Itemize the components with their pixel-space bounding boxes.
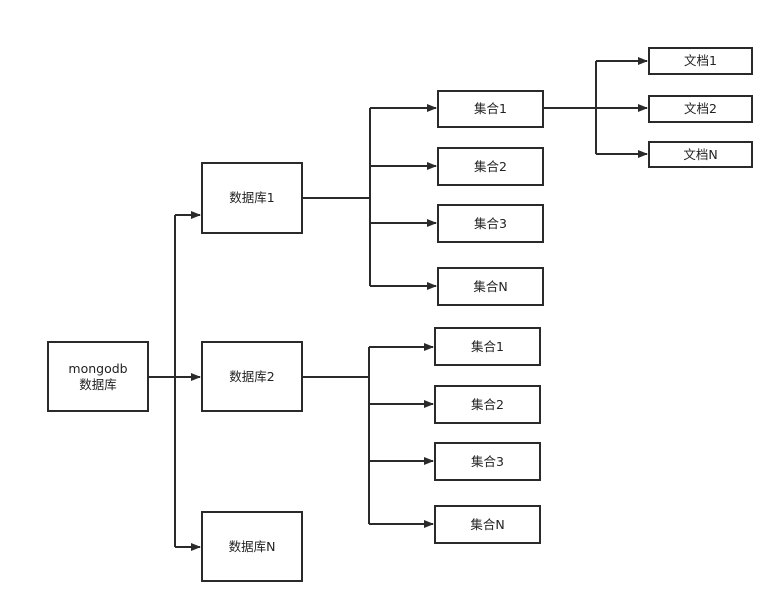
collection-label: 集合3 (471, 453, 504, 469)
collection-label: 集合2 (474, 158, 507, 174)
root-label-line2: 数据库 (79, 376, 117, 392)
database-node-1: 数据库1 (201, 162, 303, 234)
database-node-n: 数据库N (201, 511, 303, 582)
document-node-1: 文档1 (648, 47, 753, 75)
root-label-line1: mongodb (68, 360, 128, 376)
collection-label: 集合N (470, 516, 505, 532)
database-label: 数据库N (228, 538, 276, 554)
database-label: 数据库2 (229, 368, 275, 384)
collection-label: 集合3 (474, 215, 507, 231)
document-label: 文档2 (684, 101, 717, 116)
db1-collection-node-2: 集合2 (437, 147, 544, 186)
document-node-2: 文档2 (648, 95, 753, 123)
root-node-mongodb: mongodb 数据库 (47, 341, 149, 412)
document-node-n: 文档N (648, 141, 753, 168)
db2-collection-node-n: 集合N (434, 505, 541, 544)
document-label: 文档1 (684, 53, 717, 68)
db2-collection-node-2: 集合2 (434, 385, 541, 424)
collection-label: 集合N (473, 278, 508, 294)
db1-collection-node-n: 集合N (437, 267, 544, 306)
db2-collection-node-1: 集合1 (434, 327, 541, 366)
collection-label: 集合2 (471, 396, 504, 412)
db2-collection-node-3: 集合3 (434, 442, 541, 481)
db1-collection-node-3: 集合3 (437, 204, 544, 243)
collection-label: 集合1 (474, 101, 507, 116)
database-node-2: 数据库2 (201, 341, 303, 412)
collection-label: 集合1 (471, 338, 504, 354)
db1-collection-node-1: 集合1 (437, 90, 544, 128)
document-label: 文档N (683, 146, 718, 162)
database-label: 数据库1 (229, 190, 275, 205)
